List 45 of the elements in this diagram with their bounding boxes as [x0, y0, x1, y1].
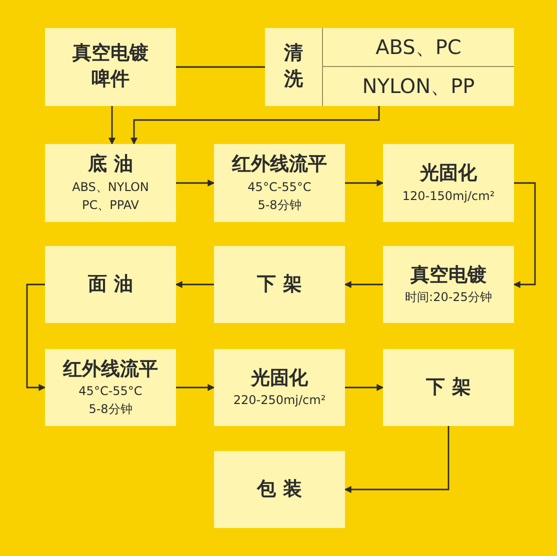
step-detail: 120-150mj/cm²	[402, 188, 495, 205]
arrow	[176, 384, 215, 391]
step-title: 红外线流平	[232, 152, 327, 178]
arrow	[108, 106, 116, 145]
step-title: 下 架	[257, 272, 302, 297]
step-detail: 220-250mj/cm²	[233, 392, 326, 410]
process-box	[214, 144, 345, 222]
step-title: 面 油	[88, 272, 133, 297]
step-title: 包 装	[257, 476, 302, 502]
step-detail: 45°C-55°C 5-8分钟	[78, 383, 144, 418]
step-detail: ABS、NYLON PC、PPAV	[71, 178, 150, 214]
arrow	[175, 281, 214, 288]
step-title: 底 油	[88, 152, 133, 178]
arrow	[26, 284, 46, 391]
process-box	[45, 144, 176, 222]
arrow	[344, 281, 383, 288]
step-title: 红外线流平	[63, 356, 158, 382]
process-box	[265, 28, 514, 106]
process-box	[45, 246, 176, 323]
process-box	[214, 246, 345, 323]
step-title: 下 架	[426, 374, 471, 400]
step-title: 清洗	[283, 41, 304, 92]
process-box	[45, 349, 176, 426]
process-box	[214, 349, 345, 426]
arrow	[344, 426, 450, 493]
step-title: NYLON、PP	[362, 73, 475, 100]
arrow	[176, 180, 215, 186]
step-title: 光固化	[251, 366, 308, 391]
process-box	[383, 246, 514, 323]
step-title: 光固化	[420, 161, 477, 186]
connector-line	[176, 66, 265, 68]
process-box	[45, 28, 176, 106]
step-title: 真空电镀	[410, 262, 486, 288]
arrow	[345, 384, 384, 391]
arrow	[130, 106, 380, 145]
process-box	[214, 451, 345, 528]
process-box	[383, 349, 514, 426]
step-detail: 45°C-55°C 5-8分钟	[246, 178, 312, 214]
step-title: 真空电镀啤件	[72, 41, 150, 92]
table-cell	[322, 66, 514, 106]
process-box	[383, 144, 514, 222]
step-title: ABS、PC	[376, 34, 462, 60]
arrow	[345, 180, 384, 186]
step-detail: 时间:20-25分钟	[405, 289, 492, 306]
arrow	[513, 182, 536, 288]
